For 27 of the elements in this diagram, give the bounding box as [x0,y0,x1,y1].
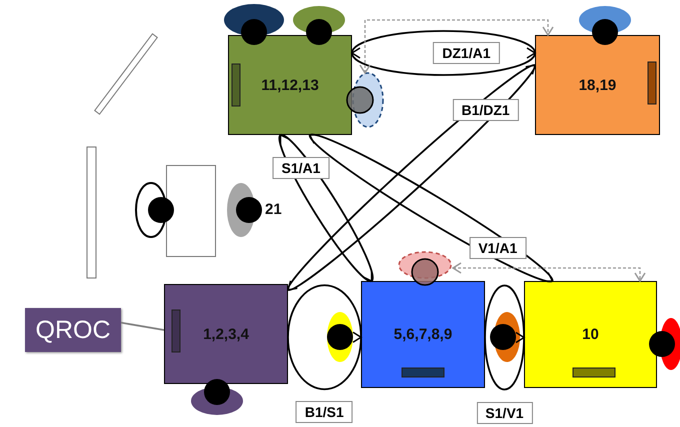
table-label: 18,19 [578,76,616,94]
seat-number: 21 [265,201,282,218]
table [361,281,485,388]
table-label: 1,2,3,4 [203,326,249,342]
interaction-loop [351,30,536,76]
table [524,281,657,388]
dotted-arrow [452,262,646,282]
table [164,284,288,384]
edge-label: B1/S1 [296,401,353,424]
edge-label: DZ1/A1 [433,42,500,64]
interaction-loop [278,134,374,282]
table-label: 5,6,7,8,9 [394,326,452,343]
table [228,35,352,135]
edge-label: S1/V1 [476,402,533,424]
dotted-arrow [359,19,554,74]
table-label: 11,12,13 [261,76,319,94]
leader-line [120,322,164,331]
interaction-loop [484,284,525,390]
table-label: 10 [582,326,599,343]
table [535,35,660,135]
interaction-loop [287,64,536,291]
edge-label: S1/A1 [272,156,330,179]
interaction-loop [308,134,554,282]
edge-label: B1/DZ1 [452,99,519,122]
interaction-loop [287,284,362,390]
tag-box: QROC [25,308,121,352]
edge-label: V1/A1 [469,237,526,260]
